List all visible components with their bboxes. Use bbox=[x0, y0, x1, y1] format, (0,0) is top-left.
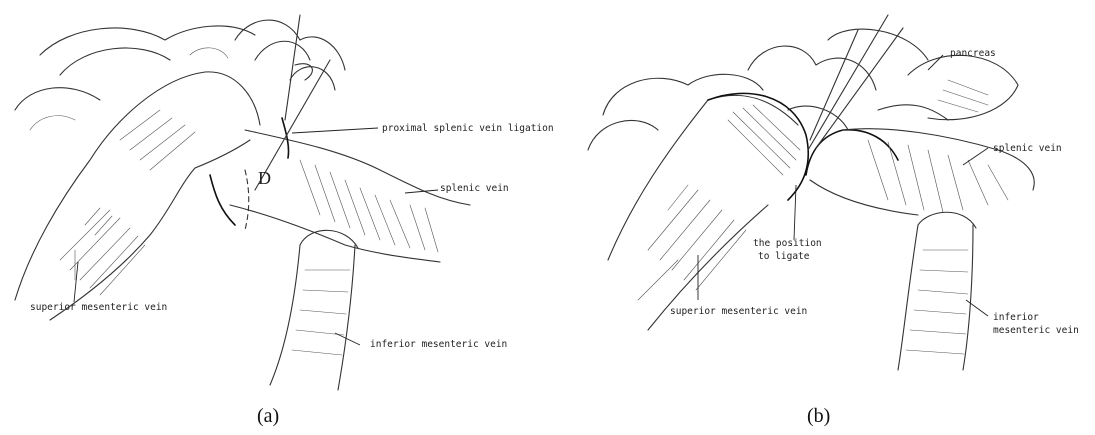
label-superior-mesenteric-vein-b: superior mesenteric vein bbox=[670, 306, 807, 318]
panel-b-illustration: pancreas splenic vein the position to li… bbox=[548, 0, 1095, 435]
label-position-to-ligate-1: the position bbox=[753, 238, 822, 250]
segment-marker-d: D bbox=[258, 172, 271, 184]
panel-a-illustration: proximal splenic vein ligation splenic v… bbox=[0, 0, 540, 435]
label-pancreas: pancreas bbox=[950, 48, 996, 60]
splenic-vein-vessel-b bbox=[806, 129, 1034, 215]
label-inferior-mesenteric-vein-b-1: inferior bbox=[993, 312, 1039, 324]
superior-mesenteric-vein-vessel-b bbox=[608, 93, 808, 330]
label-superior-mesenteric-vein-a: superior mesenteric vein bbox=[30, 302, 167, 314]
caption-a: (a) bbox=[257, 405, 279, 428]
inferior-mesenteric-vein-vessel-b bbox=[898, 212, 976, 370]
pancreas-outline bbox=[15, 20, 345, 130]
inferior-mesenteric-vein-vessel bbox=[270, 230, 358, 390]
label-splenic-vein-b: splenic vein bbox=[993, 143, 1062, 155]
label-proximal-splenic-vein-ligation: proximal splenic vein ligation bbox=[382, 123, 554, 135]
label-inferior-mesenteric-vein-b-2: mesenteric vein bbox=[993, 325, 1079, 337]
ligation-site bbox=[210, 15, 330, 230]
splenic-vein-vessel bbox=[230, 130, 470, 262]
label-inferior-mesenteric-vein-a: inferior mesenteric vein bbox=[370, 339, 507, 351]
superior-mesenteric-vein-vessel bbox=[15, 72, 260, 320]
panel-b-vein-sketch bbox=[548, 0, 1095, 435]
caption-b: (b) bbox=[807, 405, 830, 428]
label-position-to-ligate-2: to ligate bbox=[758, 251, 809, 263]
panel-a-vein-sketch bbox=[0, 0, 540, 435]
label-splenic-vein-a: splenic vein bbox=[440, 183, 509, 195]
panel-b-leader-lines bbox=[698, 55, 988, 316]
